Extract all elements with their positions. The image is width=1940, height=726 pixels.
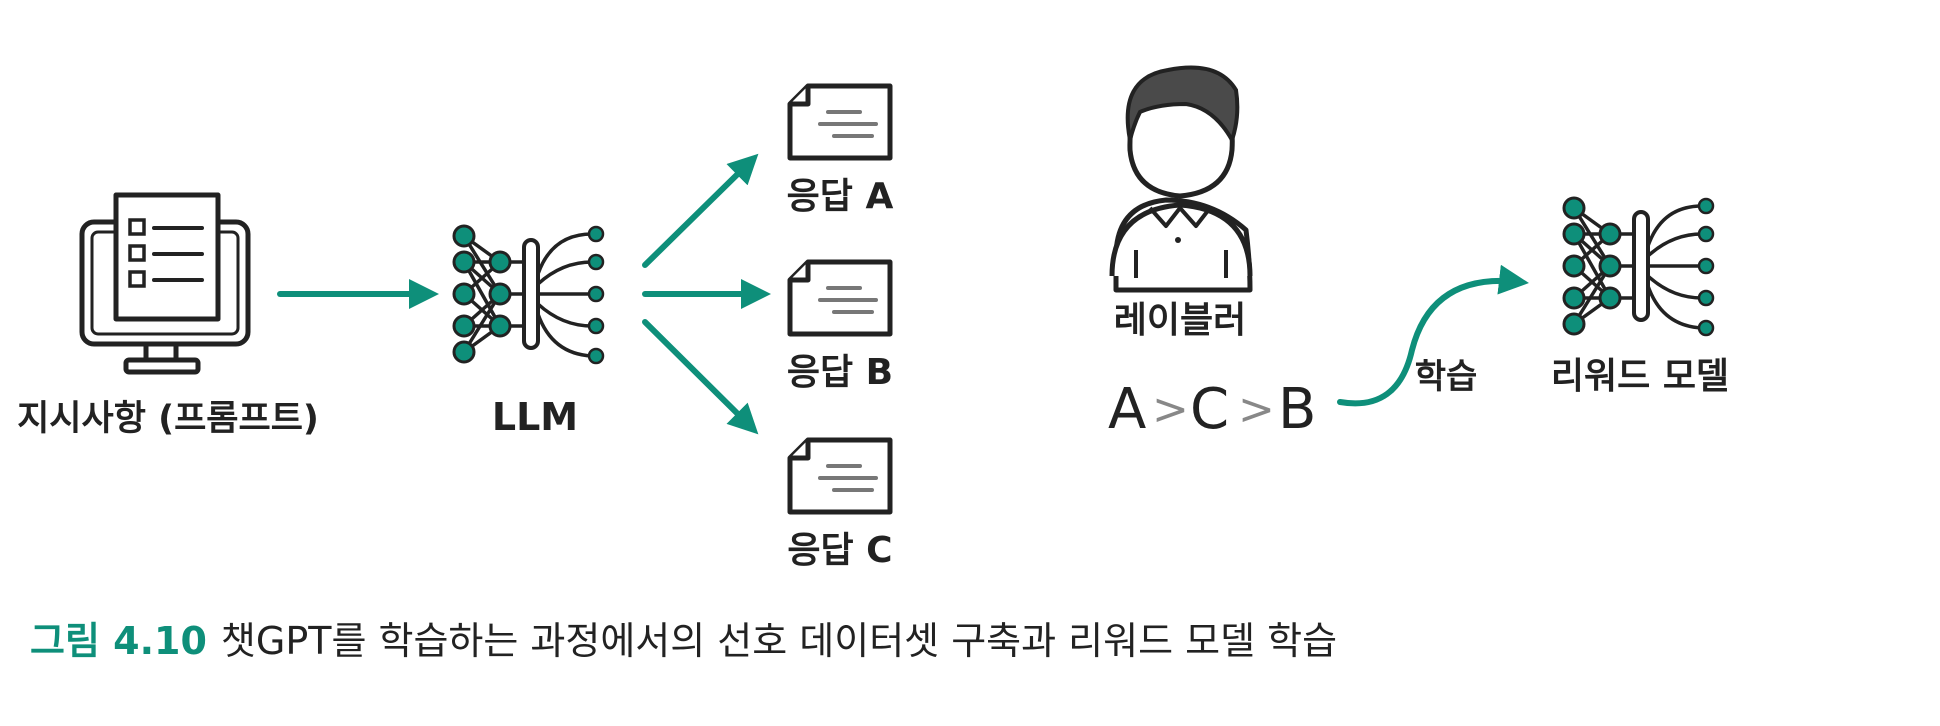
prompt-label: 지시사항 (프롬프트) [17, 399, 319, 439]
response-c-label: 응답 C [787, 530, 892, 571]
labeler-label: 레이블러 [1114, 300, 1246, 341]
ranking-c: C [1190, 377, 1229, 442]
arrow-to-response-c [645, 322, 752, 428]
ranking-gt-1: > [1152, 384, 1189, 435]
reward-model-label: 리워드 모델 [1551, 356, 1729, 397]
figure-caption-text: 챗GPT를 학습하는 과정에서의 선호 데이터셋 구축과 리워드 모델 학습 [221, 619, 1337, 663]
neural-network-icon-reward [1564, 198, 1713, 335]
ranking-a: A [1108, 377, 1146, 442]
neural-network-icon [454, 226, 603, 363]
arrow-to-response-a [645, 160, 752, 265]
document-icon-a [790, 86, 890, 158]
train-label: 학습 [1415, 357, 1478, 397]
ranking-b: B [1278, 377, 1316, 442]
llm-label: LLM [492, 395, 578, 439]
figure-number: 그림 4.10 [30, 619, 207, 663]
person-icon [1112, 68, 1250, 291]
response-b-label: 응답 B [787, 352, 893, 393]
figure-caption: 그림 4.10 챗GPT를 학습하는 과정에서의 선호 데이터셋 구축과 리워드 … [30, 610, 1337, 665]
monitor-checklist-icon [82, 195, 248, 372]
document-icon-b [790, 262, 890, 334]
ranking: A > C > B [1108, 377, 1316, 442]
document-icon-c [790, 440, 890, 512]
ranking-gt-2: > [1238, 384, 1275, 435]
response-a-label: 응답 A [787, 176, 894, 217]
